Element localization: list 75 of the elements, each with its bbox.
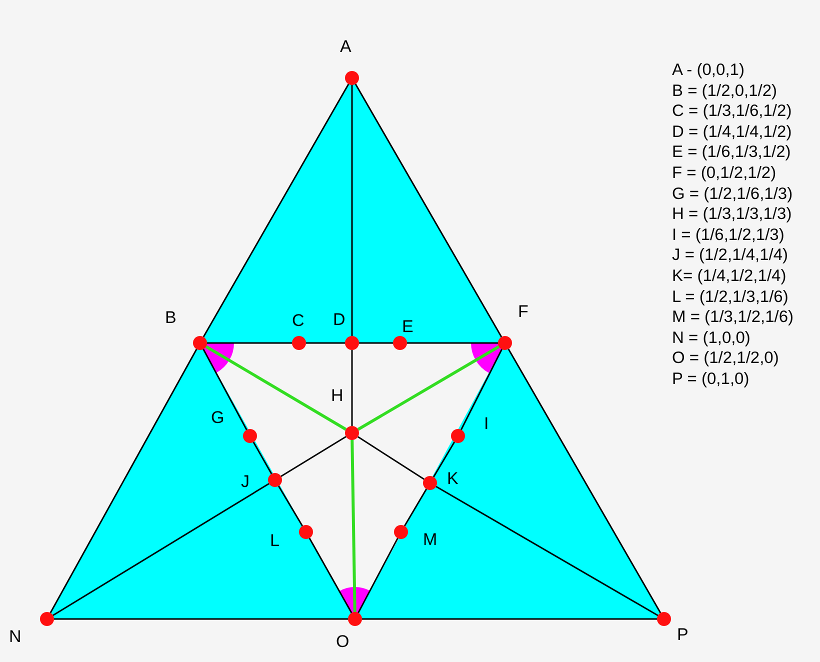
point-dot xyxy=(451,429,465,443)
line-segment xyxy=(404,488,428,526)
line-segment xyxy=(351,85,353,336)
point-label: C xyxy=(292,312,304,329)
coordinate-text: C = (1/3,1/6,1/2) xyxy=(672,101,793,122)
line-segment xyxy=(280,436,346,477)
coordinate-text: B = (1/2,0,1/2) xyxy=(672,80,778,102)
point-label: K xyxy=(447,470,458,487)
line-segment xyxy=(354,84,502,338)
line-segment xyxy=(205,345,347,431)
point-label: M xyxy=(423,531,438,548)
point-dot xyxy=(394,525,408,539)
point-dot xyxy=(345,71,359,85)
point-dot xyxy=(498,336,512,350)
point-label: G xyxy=(211,409,224,426)
point-dot xyxy=(268,473,282,487)
line-segment xyxy=(357,436,425,480)
point-dot xyxy=(657,612,671,626)
point-label: B xyxy=(165,309,176,326)
point-label: A xyxy=(340,38,352,55)
coordinate-text: J = (1/2,1/4,1/4) xyxy=(672,245,790,266)
line-segment xyxy=(357,345,500,431)
point-dot xyxy=(40,612,54,626)
line-segment xyxy=(54,618,348,620)
coordinate-text: K= (1/4,1/2,1/4) xyxy=(672,266,788,287)
point-label: P xyxy=(677,626,688,643)
line-segment xyxy=(350,440,356,612)
point-dot xyxy=(348,612,362,626)
point-label: I xyxy=(484,415,489,432)
coordinate-text: O = (1/2,1/2,0) xyxy=(672,348,780,369)
line-segment xyxy=(508,348,662,614)
line-segment xyxy=(50,348,198,614)
point-label: L xyxy=(270,532,280,549)
line-segment xyxy=(278,486,304,526)
point-label: F xyxy=(518,303,528,320)
point-dot xyxy=(292,336,306,350)
line-segment xyxy=(202,348,248,430)
line-segment xyxy=(362,618,657,620)
line-segment xyxy=(436,486,658,616)
point-dot xyxy=(345,426,359,440)
point-label: O xyxy=(336,633,350,650)
coordinate-text: M = (1/3,1/2,1/6) xyxy=(672,307,794,328)
line-segment xyxy=(52,483,270,616)
coordinate-text: D = (1/4,1/4,1/2) xyxy=(672,122,793,142)
point-label: J xyxy=(241,473,250,490)
coordinate-text: F = (0,1/2,1/2) xyxy=(672,162,778,184)
point-dot xyxy=(345,336,359,350)
line-segment xyxy=(207,342,292,344)
line-segment xyxy=(358,538,398,614)
point-dot xyxy=(299,525,313,539)
point-label: E xyxy=(402,318,414,335)
line-segment xyxy=(306,342,345,344)
point-dot xyxy=(393,336,407,350)
line-segment xyxy=(432,442,456,478)
coordinate-text: P = (0,1,0) xyxy=(672,368,750,390)
coordinate-text: H = (1/3,1/3,1/3) xyxy=(672,204,793,225)
line-segment xyxy=(308,538,352,614)
point-label: H xyxy=(331,387,344,404)
line-segment xyxy=(407,342,498,344)
point-label: N xyxy=(9,628,22,645)
point-dot xyxy=(243,429,257,443)
coordinate-text: E = (1/6,1/3,1/2) xyxy=(672,142,792,163)
line-segment xyxy=(202,84,350,338)
coordinate-text: G = (1/2,1/6,1/3) xyxy=(672,184,794,204)
point-label: D xyxy=(333,311,346,328)
coordinate-text: L = (1/2,1/3,1/6) xyxy=(672,286,790,308)
line-segment xyxy=(252,442,272,474)
line-segment xyxy=(460,348,503,430)
point-dot xyxy=(193,336,207,350)
coordinate-text: N = (1,0,0) xyxy=(672,328,752,348)
line-segment xyxy=(359,342,393,344)
point-dot xyxy=(423,476,437,490)
coordinate-text: I = (1/6,1/2,1/3) xyxy=(672,224,786,246)
coordinate-text: A - (0,0,1) xyxy=(672,60,746,81)
line-segment xyxy=(351,350,353,426)
